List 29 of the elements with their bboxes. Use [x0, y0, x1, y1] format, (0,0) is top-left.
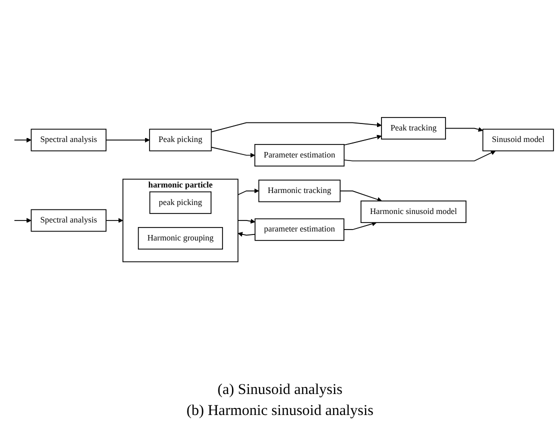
node-box	[149, 192, 212, 214]
arrow	[340, 190, 382, 202]
node-box	[360, 200, 466, 224]
arrow	[343, 222, 377, 230]
arrow	[210, 147, 256, 158]
arrow	[238, 219, 256, 224]
node-box	[30, 210, 106, 232]
node-box	[381, 117, 446, 140]
node-box	[149, 129, 212, 152]
arrow	[210, 122, 382, 133]
node-box	[138, 227, 223, 250]
figure-caption: (a) Sinusoid analysis	[218, 382, 342, 399]
node-box	[482, 129, 554, 152]
arrow	[238, 188, 260, 196]
cluster	[122, 179, 238, 263]
arrow	[14, 138, 32, 143]
arrow	[106, 138, 150, 143]
arrow	[238, 232, 256, 238]
arrow	[445, 127, 484, 132]
figure-caption: (b) Harmonic sinusoid analysis	[186, 403, 374, 420]
node-box	[258, 180, 341, 203]
arrow	[344, 150, 496, 162]
node-box	[254, 218, 344, 242]
arrow	[14, 218, 32, 224]
node-box	[254, 144, 345, 167]
arrow	[344, 135, 382, 146]
arrow	[106, 218, 124, 224]
node-box	[30, 129, 106, 152]
flowchart: harmonic particle peak picking Harmonic grouping Spectral analysis Peak picking Peak tracking Parameter estimation Sinusoid model Spectral analysis Harmonic tracking parameter estimation Harmonic sinusoid model	[2, 113, 558, 267]
